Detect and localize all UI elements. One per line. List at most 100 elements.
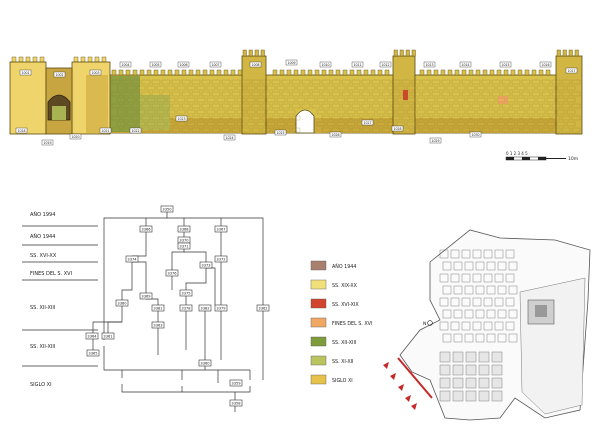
stone — [371, 79, 381, 85]
stone — [166, 97, 176, 103]
stone — [531, 127, 541, 133]
stone — [526, 109, 536, 115]
stone — [511, 91, 521, 97]
legend-item: SS. XI-XII — [310, 355, 353, 366]
stone — [251, 127, 261, 133]
stone — [511, 79, 521, 85]
wall-label-tag: 1006 — [177, 61, 190, 68]
stone — [421, 127, 431, 133]
legend-swatch — [310, 336, 327, 347]
merlon — [118, 69, 124, 76]
matrix-node-label: 3376 — [167, 272, 177, 276]
matrix-node: 3350 — [160, 205, 174, 213]
stone — [441, 127, 451, 133]
stone — [391, 91, 401, 97]
stone — [206, 97, 216, 103]
wall-label-text: 1007 — [211, 63, 219, 67]
wall-label-tag: 1015 — [499, 61, 512, 68]
battlements — [11, 56, 551, 76]
merlon — [293, 69, 299, 76]
stone — [166, 109, 176, 115]
matrix-node: 3362 — [256, 304, 270, 312]
tower-merlon — [568, 49, 573, 57]
matrix-node-label: 3361 — [103, 335, 112, 339]
stone — [301, 103, 311, 109]
map-block — [475, 333, 485, 343]
stone — [326, 85, 336, 91]
merlon — [223, 69, 229, 76]
map-block — [439, 321, 449, 331]
stone — [536, 85, 546, 91]
stone — [181, 127, 191, 133]
stone — [206, 121, 216, 127]
stone — [261, 103, 271, 109]
stone — [451, 79, 461, 85]
stone — [291, 103, 301, 109]
wall-label-tag: 1028 — [391, 125, 404, 132]
wall-label-tag: 1007 — [209, 61, 222, 68]
matrix-node: 3361 — [101, 332, 115, 340]
stone — [381, 115, 391, 121]
matrix-node: 3358 — [229, 399, 243, 407]
stone — [201, 127, 211, 133]
stone — [436, 85, 446, 91]
stone — [291, 79, 301, 85]
wall-label-tag: 1029 — [429, 137, 442, 144]
stone — [466, 85, 476, 91]
stone — [246, 85, 256, 91]
stone — [126, 97, 136, 103]
wall-label-text: 1015 — [501, 63, 509, 67]
scale-bar: 0 1 2 3 4 5 10m — [505, 151, 578, 162]
stone — [136, 85, 146, 91]
stone — [161, 115, 171, 121]
stone — [516, 109, 526, 115]
stone — [431, 115, 441, 121]
stone — [491, 79, 501, 85]
map-block — [478, 377, 490, 389]
map-block — [450, 321, 460, 331]
tower-merlon — [562, 49, 567, 57]
map-block — [497, 261, 507, 271]
stone — [181, 91, 191, 97]
stone — [381, 79, 391, 85]
matrix-node: 3382 — [198, 304, 212, 312]
stone — [501, 127, 511, 133]
period-label-1: AÑO 1994 — [30, 211, 55, 218]
section-arrow — [383, 362, 389, 369]
stone — [466, 109, 476, 115]
stone — [121, 79, 131, 85]
wall-label-tag: 1020 — [69, 133, 82, 140]
stone — [566, 85, 576, 91]
map-block — [483, 273, 493, 283]
stone — [111, 127, 121, 133]
legend-item: AÑO 1944 — [310, 260, 356, 271]
merlon — [87, 56, 93, 63]
merlon — [377, 69, 383, 76]
matrix-node-label: 3365 — [88, 352, 97, 356]
stone — [401, 79, 411, 85]
matrix-node: 3373 — [199, 261, 213, 269]
stone — [386, 121, 396, 127]
wall-label-tag: 1017 — [565, 67, 578, 74]
wall-gate-opening — [295, 109, 315, 134]
wall-label-text: 1018 — [17, 129, 25, 133]
stone — [466, 97, 476, 103]
merlon — [510, 69, 516, 76]
stone — [546, 121, 556, 127]
stone — [381, 127, 391, 133]
stone — [551, 79, 561, 85]
wall-label-text: 1028 — [393, 127, 401, 131]
stone — [436, 109, 446, 115]
wall-label-tag: 1002 — [53, 71, 66, 78]
merlon — [111, 69, 117, 76]
stone — [386, 109, 396, 115]
stone — [571, 91, 581, 97]
stone — [256, 85, 266, 91]
stone — [186, 121, 196, 127]
stone — [236, 85, 246, 91]
wall-label-text: 1008 — [251, 63, 259, 67]
stone — [241, 91, 251, 97]
map-block — [439, 377, 451, 389]
wall-label-tag: 1013 — [423, 61, 436, 68]
stone — [221, 91, 231, 97]
